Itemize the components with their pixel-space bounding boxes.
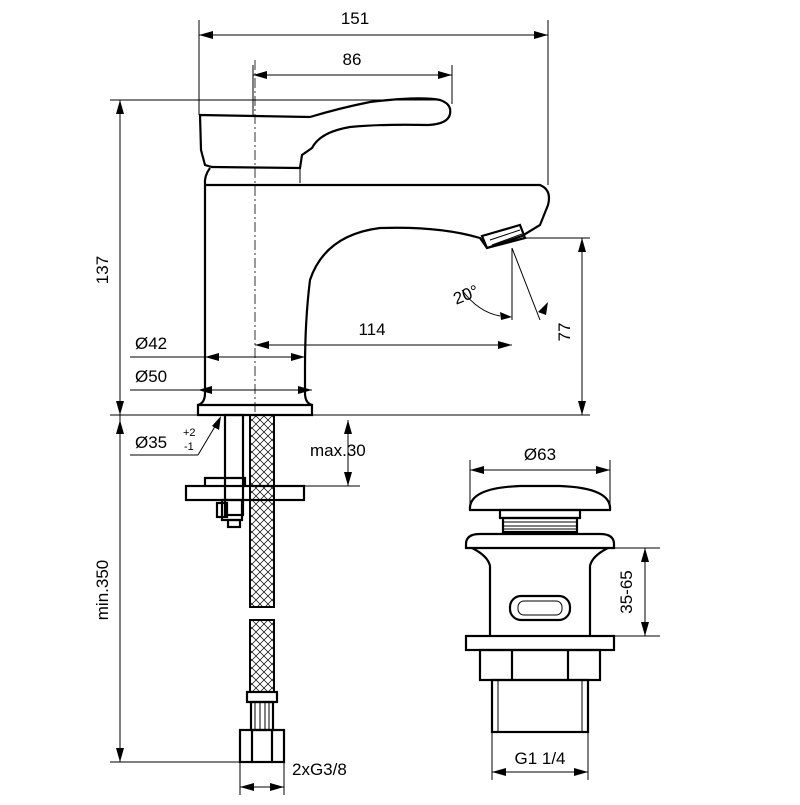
dim-waste-range: 35-65 [617,570,636,613]
dim-hole-tol-lower: -1 [184,441,194,453]
supply-hose [238,414,286,764]
dim-width-overall: 151 [341,9,369,28]
dim-hole-tol-upper: +2 [183,427,196,439]
spout-body [205,183,551,369]
dim-height-overall: 137 [93,256,112,284]
lever-handle [198,97,452,170]
dim-hole-dia: Ø35 [135,433,167,452]
faucet-body [196,97,551,417]
dim-body-dia-base: Ø50 [135,367,167,386]
dim-max-thickness: max.30 [310,441,366,460]
dimension-lines [110,20,660,795]
dim-spout-angle: 20° [450,281,481,308]
dim-spout-height: 77 [555,323,574,342]
pop-up-waste [464,484,616,734]
dim-hose-connection: 2xG3/8 [292,760,347,779]
mounting-assembly [184,413,306,529]
dim-body-dia-top: Ø42 [135,334,167,353]
dim-lever-width: 86 [343,50,362,69]
dim-hose-length: min.350 [93,560,112,620]
dim-waste-thread: G1 1/4 [514,749,565,768]
dim-waste-dia: Ø63 [524,445,556,464]
dim-spout-reach: 114 [358,320,385,339]
